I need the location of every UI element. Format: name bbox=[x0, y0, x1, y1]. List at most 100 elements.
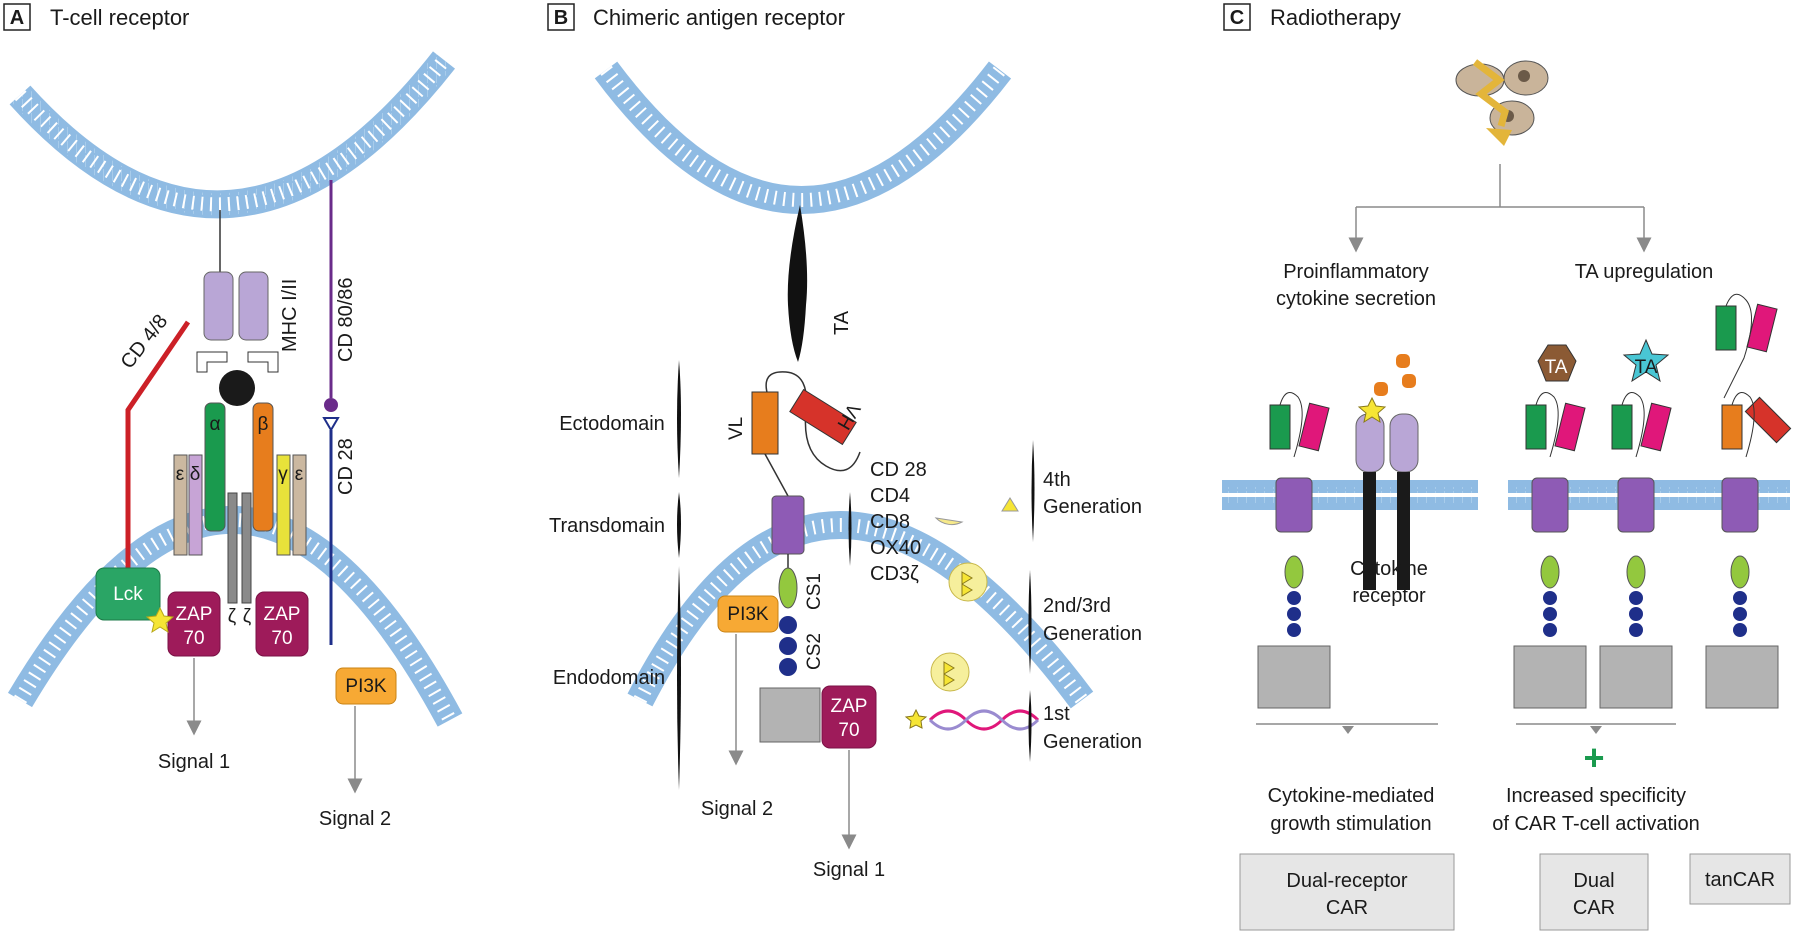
gen23-line1: 2nd/3rd bbox=[1043, 595, 1111, 617]
gen1-line2: Generation bbox=[1043, 731, 1142, 753]
pi3k-b-label: PI3K bbox=[727, 604, 769, 625]
cd48-label: CD 4/8 bbox=[117, 310, 173, 373]
delta-label: δ bbox=[190, 464, 201, 485]
panel-a-title: T-cell receptor bbox=[50, 5, 189, 30]
car-transmembrane bbox=[771, 495, 805, 555]
cytokine-receptor-icon bbox=[934, 517, 964, 526]
lck-label: Lck bbox=[113, 584, 143, 605]
pi3k-a bbox=[335, 667, 397, 705]
cytokine-icon bbox=[1001, 497, 1019, 512]
pi3k-b bbox=[717, 595, 779, 633]
costim-item: CD4 bbox=[870, 485, 910, 507]
dual-car-b bbox=[1599, 392, 1673, 709]
mhc-domain-2 bbox=[238, 271, 269, 341]
vl-domain bbox=[751, 391, 779, 455]
cytokine-receptor-line2: receptor bbox=[1352, 585, 1426, 607]
zeta-chain-right bbox=[241, 492, 252, 604]
tancar-box bbox=[1689, 853, 1791, 905]
zap70-b-line1: ZAP bbox=[831, 696, 868, 717]
cd3-delta bbox=[188, 454, 203, 556]
apc-membrane bbox=[9, 51, 456, 219]
beta-label: β bbox=[258, 414, 269, 435]
signal2-label-a: Signal 2 bbox=[319, 808, 391, 830]
gen23-arrows-icon bbox=[961, 571, 973, 597]
dual-car-line1: Dual bbox=[1573, 870, 1614, 892]
ta-star-icon bbox=[1622, 338, 1670, 383]
ectodomain-bracket bbox=[677, 360, 681, 478]
costim-item: CD 28 bbox=[870, 459, 927, 481]
gen1-bracket bbox=[1028, 690, 1032, 762]
cs1-domain bbox=[778, 567, 798, 609]
peptide-antigen bbox=[219, 370, 255, 406]
zap70-right bbox=[255, 591, 309, 657]
zeta-label-left: ζ bbox=[228, 606, 237, 627]
zap70-b bbox=[821, 685, 877, 749]
costim-list: CD 28 CD4 CD8 OX40 CD3ζ bbox=[870, 459, 927, 585]
vh-domain bbox=[789, 388, 857, 446]
ta-badge-brown: TA bbox=[1545, 357, 1568, 378]
cs2-itam-1 bbox=[779, 616, 797, 634]
cs1-label: CS1 bbox=[804, 573, 825, 610]
gen4-bracket bbox=[1031, 440, 1035, 542]
cd28-head bbox=[322, 417, 340, 432]
costim-bracket bbox=[848, 492, 852, 566]
ta-badge-cyan: TA bbox=[1635, 357, 1658, 378]
mhc-label: MHC I/II bbox=[279, 279, 301, 352]
gen4-line2: Generation bbox=[1043, 496, 1142, 518]
endodomain-label: Endodomain bbox=[553, 667, 665, 689]
gen23-bracket bbox=[1028, 570, 1032, 674]
right-outcome-line2: of CAR T-cell activation bbox=[1492, 813, 1700, 835]
cd28-label: CD 28 bbox=[335, 438, 357, 495]
panel-a-letter-box bbox=[3, 3, 31, 31]
cs2-label: CS2 bbox=[804, 633, 825, 670]
ta-hexagon-icon bbox=[1537, 344, 1577, 382]
ectodomain-label: Ectodomain bbox=[559, 413, 665, 435]
gen23-line2: Generation bbox=[1043, 623, 1142, 645]
panel-c-letter: C bbox=[1230, 7, 1244, 29]
gen1-signal-icon bbox=[930, 652, 970, 692]
activation-star-icon bbox=[904, 708, 928, 729]
lck-kinase bbox=[95, 567, 161, 621]
vl-label: VL bbox=[726, 417, 747, 440]
tcr-alpha-chain bbox=[204, 402, 226, 532]
cd8086-label: CD 80/86 bbox=[335, 278, 357, 363]
cd3zeta-box bbox=[759, 687, 821, 743]
tcr-beta-chain bbox=[252, 402, 274, 532]
dna-strand-icon bbox=[928, 709, 1040, 731]
costim-item: CD3ζ bbox=[870, 563, 919, 585]
costim-item: OX40 bbox=[870, 537, 921, 559]
ta-label-b: TA bbox=[831, 310, 853, 335]
plus-icon: + bbox=[1583, 737, 1604, 778]
cd8086-head bbox=[324, 398, 338, 412]
cd3-gamma bbox=[276, 454, 291, 556]
panel-b-title: Chimeric antigen receptor bbox=[593, 5, 845, 30]
tumor-membrane bbox=[594, 61, 1012, 214]
mhc-domain-1 bbox=[203, 271, 234, 341]
tancar bbox=[1705, 293, 1792, 709]
zap70-left-line2: 70 bbox=[183, 628, 204, 649]
zap70-left bbox=[167, 591, 221, 657]
car-construct bbox=[1257, 392, 1331, 709]
dual-receptor-car-line1: Dual-receptor bbox=[1286, 870, 1408, 892]
tcell-membrane-b bbox=[627, 511, 1094, 709]
cd48-coreceptor bbox=[125, 320, 191, 580]
dual-car-line2: CAR bbox=[1573, 897, 1615, 919]
costim-item: CD8 bbox=[870, 511, 910, 533]
peptide-groove bbox=[196, 351, 279, 373]
cytokine-receptor bbox=[1355, 354, 1419, 590]
dna-strand-icon bbox=[928, 709, 1040, 731]
zap70-b-line2: 70 bbox=[838, 720, 859, 741]
cs2-itam-3 bbox=[779, 658, 797, 676]
panel-b-letter: B bbox=[554, 7, 568, 29]
panel-a-letter: A bbox=[10, 7, 24, 29]
gen1-arrows-icon bbox=[943, 661, 955, 687]
epsilon-label-left: ε bbox=[176, 464, 185, 485]
endodomain-bracket bbox=[677, 566, 681, 790]
gen1-line1: 1st bbox=[1043, 703, 1070, 725]
signal2-label-b: Signal 2 bbox=[701, 798, 773, 820]
zeta-chain-left bbox=[227, 492, 238, 604]
tumor-antigen-ta bbox=[787, 205, 808, 362]
tancar-label: tanCAR bbox=[1705, 869, 1775, 891]
